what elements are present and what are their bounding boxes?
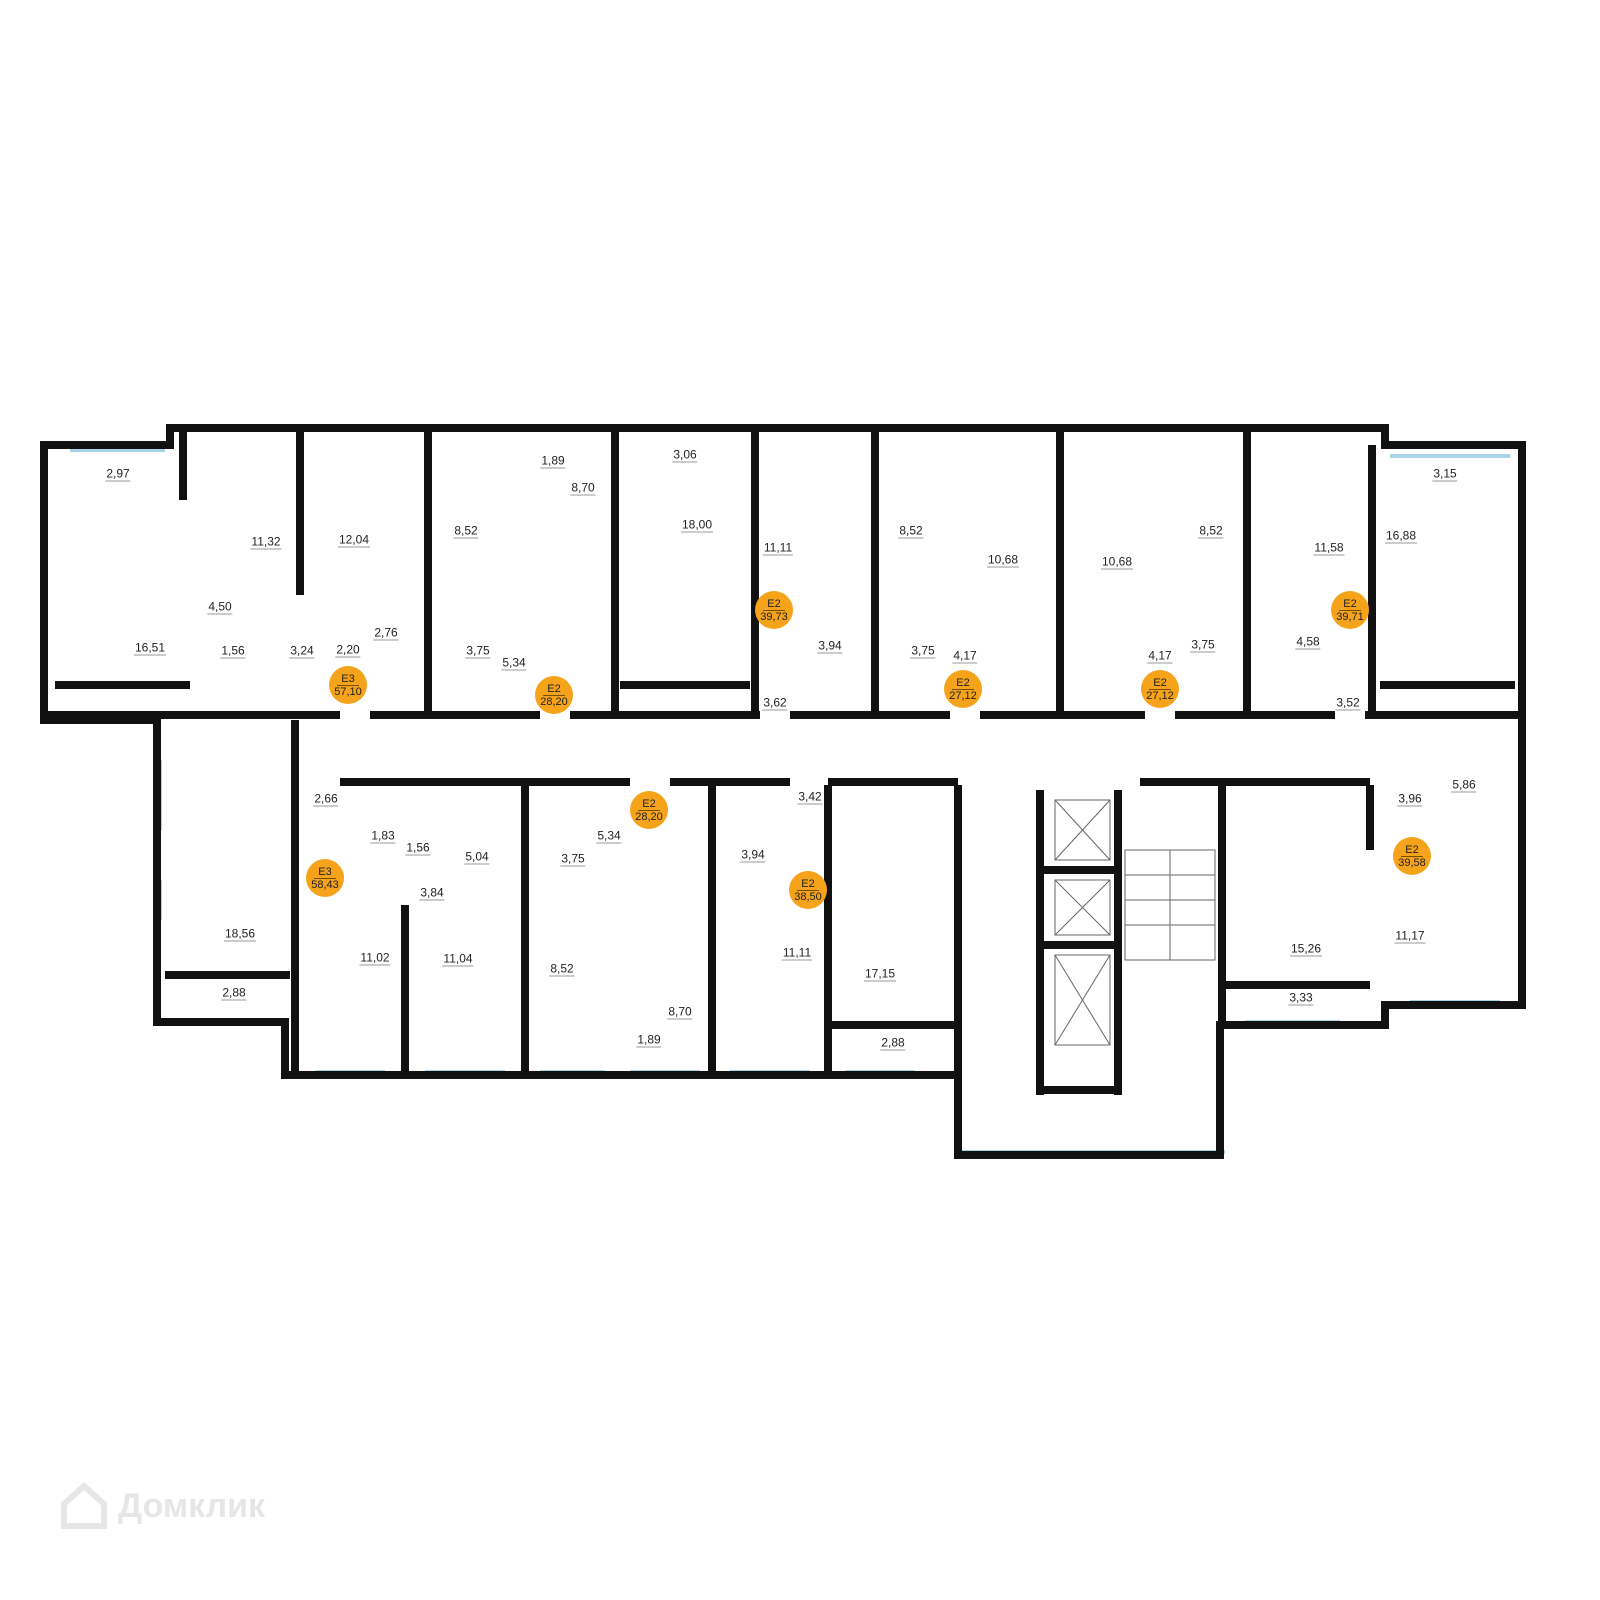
apartment-type: Е3 <box>314 866 336 879</box>
apartment-area: 58,43 <box>311 878 339 891</box>
room-area: 16,51 <box>133 640 167 656</box>
room-area: 1,89 <box>636 1032 662 1048</box>
stairs <box>1054 799 1216 1046</box>
room-area: 3,94 <box>817 638 843 654</box>
room-area: 11,04 <box>442 951 474 967</box>
room-area: 17,15 <box>863 966 897 982</box>
room-area: 11,11 <box>762 540 794 556</box>
room-area: 2,88 <box>221 985 247 1001</box>
room-area: 5,86 <box>1451 777 1477 793</box>
apartment-area: 38,50 <box>794 890 822 903</box>
room-area: 2,88 <box>880 1035 906 1051</box>
apartment-type: Е2 <box>952 677 974 690</box>
room-area: 18,00 <box>680 517 714 533</box>
room-area: 5,34 <box>596 828 622 844</box>
apartment-area: 39,58 <box>1398 856 1426 869</box>
room-area: 1,89 <box>540 453 566 469</box>
room-area: 3,33 <box>1288 990 1314 1006</box>
room-area: 8,52 <box>1198 523 1224 539</box>
room-area: 15,26 <box>1289 941 1323 957</box>
apartment-area: 27,12 <box>949 689 977 702</box>
room-area: 3,84 <box>419 885 445 901</box>
apartment-area: 28,20 <box>635 810 663 823</box>
apartment-type: Е2 <box>1401 844 1423 857</box>
room-area: 3,24 <box>289 643 315 659</box>
room-area: 3,96 <box>1397 791 1423 807</box>
room-area: 18,56 <box>223 926 257 942</box>
apartment-area: 39,73 <box>760 610 788 623</box>
watermark-text: Домклик <box>118 1486 266 1525</box>
room-area: 4,17 <box>1147 648 1173 664</box>
room-area: 2,20 <box>335 642 361 658</box>
room-area: 10,68 <box>986 552 1020 568</box>
room-area: 12,04 <box>337 532 371 548</box>
room-area: 2,97 <box>105 466 131 482</box>
walls <box>40 424 1526 1159</box>
apartment-area: 27,12 <box>1146 689 1174 702</box>
room-area: 2,66 <box>313 791 339 807</box>
room-area: 2,76 <box>373 625 399 641</box>
room-area: 11,58 <box>1313 540 1345 556</box>
room-area: 3,75 <box>1190 637 1216 653</box>
room-area: 3,52 <box>1335 695 1361 711</box>
room-area: 8,52 <box>549 961 575 977</box>
room-area: 3,06 <box>672 447 698 463</box>
apartment-type: Е2 <box>638 798 660 811</box>
room-area: 1,56 <box>220 643 246 659</box>
room-area: 3,42 <box>797 789 823 805</box>
room-area: 4,58 <box>1295 634 1321 650</box>
room-area: 10,68 <box>1100 554 1134 570</box>
room-area: 8,70 <box>667 1004 693 1020</box>
room-area: 3,94 <box>740 847 766 863</box>
room-area: 11,32 <box>250 534 282 550</box>
room-area: 1,83 <box>370 828 396 844</box>
room-area: 3,62 <box>762 695 788 711</box>
room-area: 8,52 <box>453 523 479 539</box>
room-area: 3,15 <box>1432 466 1458 482</box>
apartment-type: Е2 <box>797 878 819 891</box>
room-area: 8,52 <box>898 523 924 539</box>
room-area: 4,17 <box>952 648 978 664</box>
room-area: 11,11 <box>781 945 813 961</box>
room-area: 1,56 <box>405 840 431 856</box>
apartment-type: Е2 <box>763 598 785 611</box>
room-area: 3,75 <box>910 643 936 659</box>
room-area: 3,75 <box>465 643 491 659</box>
watermark: Домклик <box>58 1480 265 1532</box>
apartment-type: Е2 <box>1339 598 1361 611</box>
room-area: 8,70 <box>570 480 596 496</box>
room-area: 11,17 <box>1394 928 1426 944</box>
room-area: 5,04 <box>464 849 490 865</box>
apartment-type: Е3 <box>337 673 359 686</box>
room-area: 16,88 <box>1384 528 1418 544</box>
room-area: 3,75 <box>560 851 586 867</box>
apartment-area: 28,20 <box>540 695 568 708</box>
apartment-area: 39,71 <box>1336 610 1364 623</box>
apartment-type: Е2 <box>543 683 565 696</box>
room-area: 11,02 <box>359 950 391 966</box>
room-area: 5,34 <box>501 655 527 671</box>
room-area: 4,50 <box>207 599 233 615</box>
apartment-type: Е2 <box>1149 677 1171 690</box>
apartment-area: 57,10 <box>334 685 362 698</box>
house-logo-icon <box>61 1481 107 1529</box>
